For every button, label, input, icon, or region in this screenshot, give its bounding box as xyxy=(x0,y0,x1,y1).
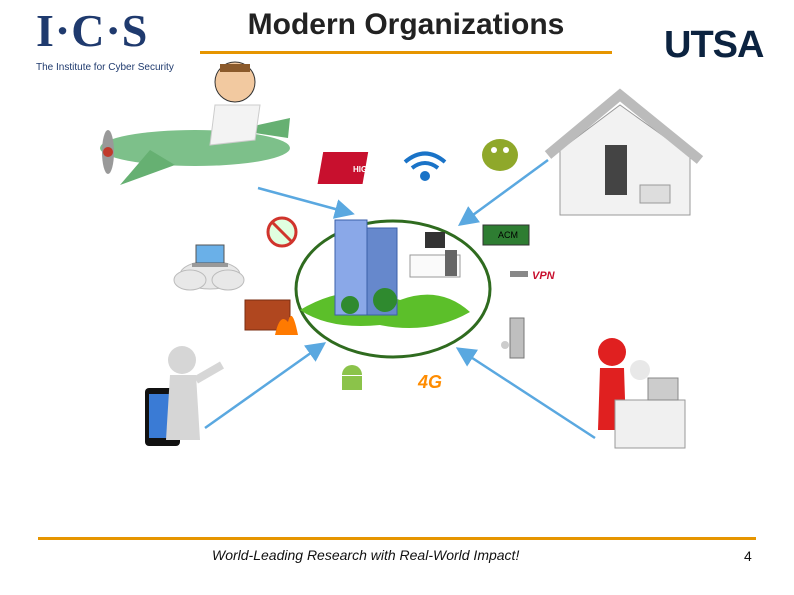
utsa-logo: UTSA xyxy=(664,24,764,66)
android-icon xyxy=(342,365,362,390)
server-rack-icon xyxy=(501,317,525,359)
house-icon xyxy=(544,88,704,216)
footer-tagline: World-Leading Research with Real-World I… xyxy=(212,547,520,563)
wifi-icon xyxy=(403,151,447,181)
acm-label: ACM xyxy=(498,230,518,240)
firewall-icon xyxy=(244,299,298,335)
slide-title: Modern Organizations xyxy=(247,8,565,41)
workstation-icon xyxy=(409,232,461,278)
cloud-laptop-icon xyxy=(173,244,245,291)
ics-logo: I·C·S The Institute for Cyber Security xyxy=(36,5,174,78)
airplane-icon xyxy=(100,118,290,185)
no-bug-icon xyxy=(266,216,298,248)
arrow-bottom-right xyxy=(455,347,596,440)
arrows xyxy=(204,158,596,440)
high-speed-internet-icon: HIGH SPEED INTERNET xyxy=(317,152,445,184)
acm-badge: ACM xyxy=(482,224,530,246)
high-speed-label: HIGH SPEED INTERNET xyxy=(353,165,445,174)
arrow-top-right xyxy=(457,158,549,226)
arrow-bottom-left xyxy=(204,342,327,430)
ics-logo-subtitle: The Institute for Cyber Security xyxy=(36,62,174,73)
organization-building xyxy=(294,219,492,359)
4g-label: 4G xyxy=(417,372,442,392)
vpn-label: VPN xyxy=(532,270,556,282)
vpn-icon: VPN xyxy=(510,270,556,282)
4g-icon: 4G xyxy=(417,372,442,392)
person-icon xyxy=(209,61,261,146)
desk-computer-icon xyxy=(614,360,686,449)
bug-icon xyxy=(482,139,518,171)
title-underline xyxy=(200,51,612,54)
arrow-top-left xyxy=(257,186,355,219)
ics-logo-letters: I·C·S xyxy=(36,5,149,56)
footer-rule xyxy=(38,537,756,540)
person-waving-icon xyxy=(166,346,224,440)
page-number: 4 xyxy=(744,548,752,564)
